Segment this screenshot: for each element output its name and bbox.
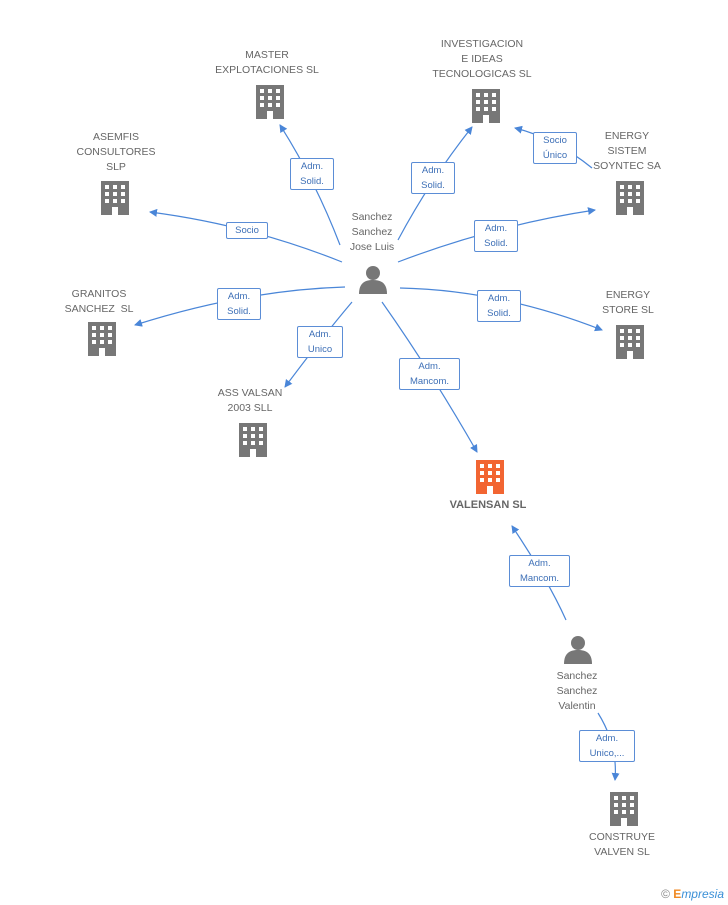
node-label-valentin[interactable]: Sanchez Sanchez Valentin [556,670,598,712]
edge-label-investigacion: Adm. Solid. [411,162,455,194]
edge-label-ass-valsan: Adm. Unico [297,326,343,358]
edge-label-master: Adm. Solid. [290,158,334,190]
node-label-master[interactable]: MASTER EXPLOTACIONES SL [215,49,319,76]
node-label-ass-valsan[interactable]: ASS VALSAN 2003 SLL [217,387,283,414]
person-icon-jose-luis[interactable] [359,266,387,294]
node-label-energy-sistem[interactable]: ENERGY SISTEM SOYNTEC SA [593,130,661,172]
edge-label-granitos: Adm. Solid. [217,288,261,320]
brand-logo-text: mpresia [681,887,724,901]
building-icon-granitos[interactable] [88,322,116,356]
edge-label-socio-unico: Socio Único [533,132,577,164]
building-icon-investigacion[interactable] [472,89,500,123]
edge-label-asemfis: Socio [226,222,268,239]
node-label-energy-store[interactable]: ENERGY STORE SL [602,289,654,316]
node-label-granitos[interactable]: GRANITOS SANCHEZ SL [64,288,134,315]
node-label-investigacion[interactable]: INVESTIGACION E IDEAS TECNOLOGICAS SL [432,38,532,80]
node-label-asemfis[interactable]: ASEMFIS CONSULTORES SLP [76,131,156,173]
edge-label-valensan-jose: Adm. Mancom. [399,358,460,390]
person-icon-valentin[interactable] [564,636,592,664]
edge-label-energy-sistem: Adm. Solid. [474,220,518,252]
node-label-valensan[interactable]: VALENSAN SL [449,499,527,511]
node-label-jose-luis[interactable]: Sanchez Sanchez Jose Luis [349,211,395,253]
building-icon-construye[interactable] [610,792,638,826]
building-icon-valensan[interactable] [476,460,504,494]
building-icon-master[interactable] [256,85,284,119]
edge-label-energy-store: Adm. Solid. [477,290,521,322]
edge-label-valensan-valentin: Adm. Mancom. [509,555,570,587]
building-icon-asemfis[interactable] [101,181,129,215]
brand-watermark: © Empresia [661,887,724,901]
copyright-symbol: © [661,887,670,901]
brand-logo-e: E [673,887,682,901]
edge-label-construye: Adm. Unico,... [579,730,635,762]
building-icon-ass-valsan[interactable] [239,423,267,457]
building-icon-energy-store[interactable] [616,325,644,359]
node-label-construye[interactable]: CONSTRUYE VALVEN SL [589,831,655,858]
building-icon-energy-sistem[interactable] [616,181,644,215]
